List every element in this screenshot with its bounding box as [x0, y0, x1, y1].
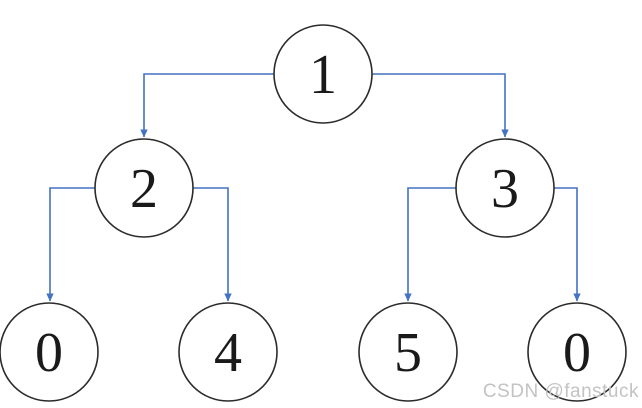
- node-circle: [0, 302, 99, 402]
- tree-node-right-right: 0: [527, 302, 627, 402]
- edge-right-to-right-left: [404, 187, 456, 302]
- node-circle: [178, 302, 278, 402]
- node-circle: [527, 302, 627, 402]
- csdn-watermark: CSDN @fanstuck: [482, 381, 639, 402]
- node-value: 0: [35, 322, 63, 384]
- tree-node-left-left: 0: [0, 302, 99, 402]
- node-value: 0: [563, 322, 591, 384]
- edge-right-to-right-right: [554, 187, 581, 302]
- tree-node-left: 2: [94, 138, 194, 238]
- edge-root-to-right: [372, 73, 509, 138]
- node-value: 2: [130, 158, 158, 220]
- edge-left-to-left-left: [46, 187, 95, 302]
- tree-node-root: 1: [273, 24, 373, 124]
- tree-node-right: 3: [455, 138, 555, 238]
- edge-left-to-left-right: [193, 187, 232, 302]
- node-value: 5: [394, 322, 422, 384]
- node-circle: [94, 138, 194, 238]
- node-value: 3: [491, 158, 519, 220]
- node-circle: [273, 24, 373, 124]
- node-value: 1: [309, 44, 337, 106]
- tree-node-left-right: 4: [178, 302, 278, 402]
- node-circle: [455, 138, 555, 238]
- tree-node-right-left: 5: [358, 302, 458, 402]
- node-circle: [358, 302, 458, 402]
- edge-root-to-left: [140, 73, 274, 138]
- node-value: 4: [214, 322, 242, 384]
